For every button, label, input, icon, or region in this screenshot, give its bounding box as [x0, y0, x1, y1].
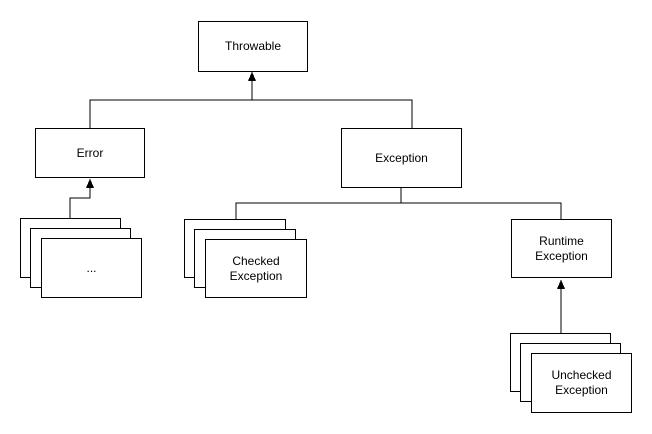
node-unchecked-exception-label: Unchecked Exception: [551, 368, 612, 397]
arrowhead-to-runtime-icon: [557, 279, 565, 289]
node-error: Error: [35, 128, 145, 178]
node-error-subclasses-label: ...: [86, 260, 97, 275]
edge-subclasses-to-error: [69, 188, 91, 218]
arrowhead-to-throwable-icon: [248, 71, 256, 81]
node-exception: Exception: [341, 128, 462, 188]
node-runtime-exception: Runtime Exception: [511, 219, 612, 278]
node-runtime-exception-label: Runtime Exception: [535, 233, 588, 263]
node-unchecked-exception: Unchecked Exception: [531, 353, 632, 413]
arrowhead-to-error-icon: [86, 178, 94, 188]
node-throwable-label: Throwable: [224, 39, 282, 53]
node-checked-exception: Checked Exception: [205, 239, 307, 298]
node-throwable: Throwable: [198, 21, 308, 72]
edge-exception-children-branch: [235, 202, 562, 219]
node-exception-label: Exception: [375, 150, 428, 165]
node-checked-exception-label: Checked Exception: [229, 253, 283, 283]
node-error-label: Error: [76, 145, 104, 160]
edge-error-exception-branch: [89, 99, 413, 128]
node-error-subclasses: ...: [41, 238, 142, 298]
